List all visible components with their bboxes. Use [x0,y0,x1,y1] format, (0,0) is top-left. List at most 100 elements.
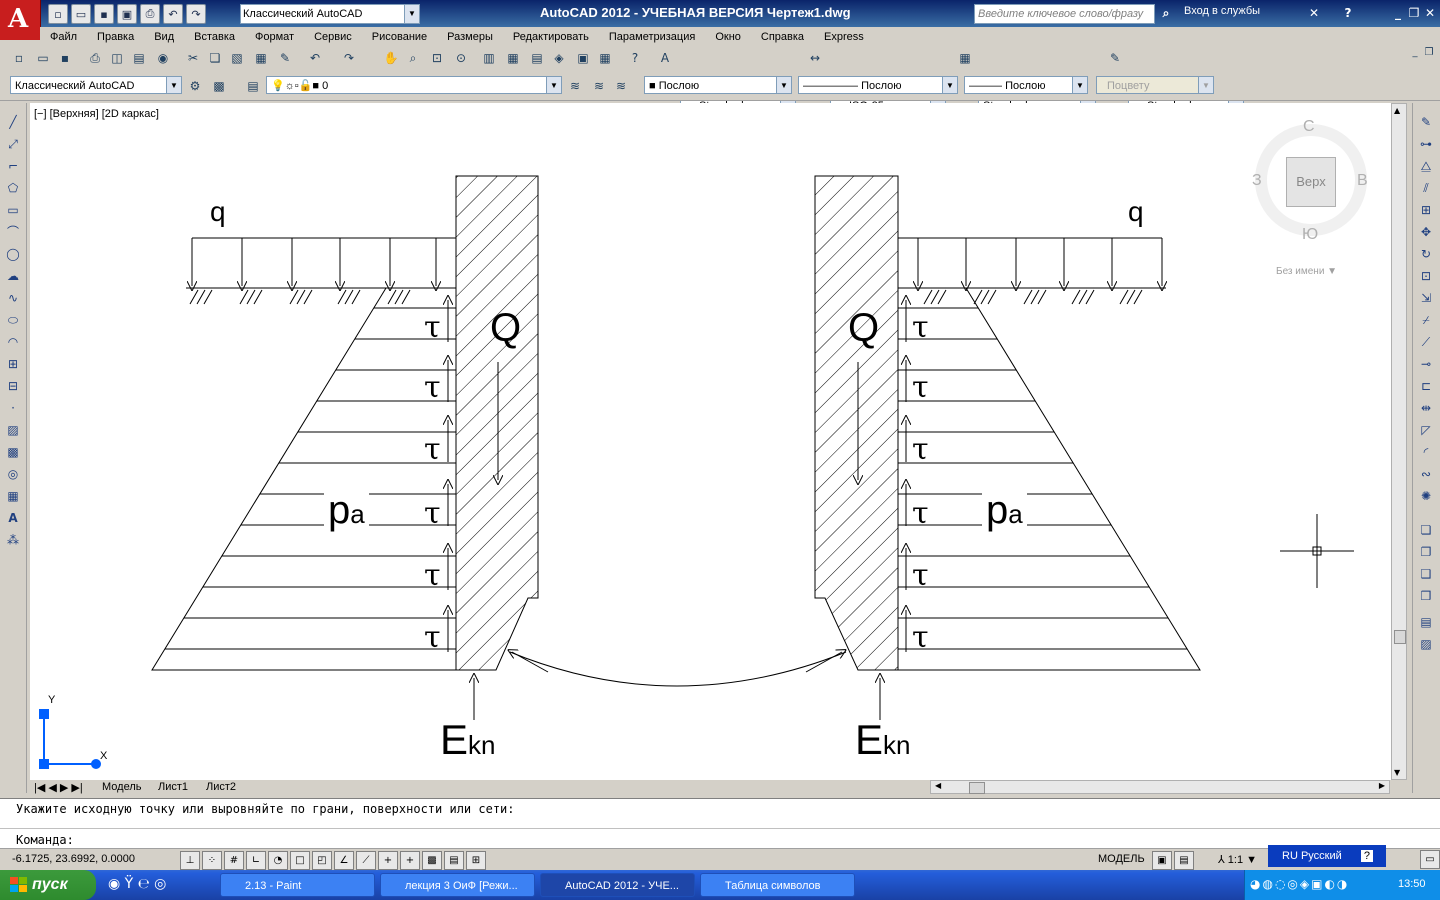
sc-icon[interactable]: ⊞ [466,851,486,870]
calculator-icon[interactable]: ▦ [599,51,611,65]
save-icon[interactable]: ▪ [60,51,70,65]
coordinates-readout[interactable]: -6.1725, 23.6992, 0.0000 [12,853,135,865]
table-icon[interactable]: ▦ [7,489,19,503]
menu-draw[interactable]: Рисование [371,30,428,43]
zoom-window-icon[interactable]: ⊡ [431,51,443,65]
polar-icon[interactable]: ◔ [268,851,288,870]
gear-icon[interactable]: ⚙ [189,79,201,93]
vertical-scroll-thumb[interactable] [1394,630,1406,644]
region-icon[interactable]: ◎ [7,467,19,481]
tab-layout1[interactable]: Лист1 [158,781,189,793]
snap-icon[interactable]: ⁘ [202,851,222,870]
scroll-down-icon[interactable]: ▼ [1394,768,1401,777]
polygon-icon[interactable]: ⬠ [7,181,19,195]
tab-layout2[interactable]: Лист2 [206,781,237,793]
mirror-icon[interactable]: ⧋ [1420,159,1432,173]
quick-launch-icons[interactable]: ◉ Ÿ ℮ ◎ [108,876,167,892]
exchange-icon[interactable]: ✕ [1308,6,1320,20]
new-file-icon[interactable]: ▫ [48,4,68,24]
customize-icon[interactable]: ▩ [213,79,225,93]
publish-icon[interactable]: ▤ [133,51,145,65]
plot-icon[interactable]: ⎙ [90,51,100,65]
join-icon[interactable]: ⇹ [1420,401,1432,415]
compass-south[interactable]: Ю [1302,226,1319,243]
construction-line-icon[interactable]: ⤢ [8,137,18,151]
cut-icon[interactable]: ✂ [187,51,199,65]
trim-icon[interactable]: ⌿ [1422,313,1430,327]
language-bar[interactable]: RU Русский ? [1268,845,1386,867]
annotation-scale[interactable]: ⅄ 1:1 ▼ [1218,854,1258,866]
break-icon[interactable]: ⊏ [1420,379,1432,393]
sheet-set-icon[interactable]: ◈ [554,51,564,65]
horizontal-scroll-thumb[interactable] [969,782,985,794]
design-center-icon[interactable]: ▦ [507,51,519,65]
workspace-combo-2[interactable]: Классический AutoCAD▼ [10,76,182,94]
save-icon[interactable]: ▪ [94,4,114,24]
close-icon[interactable]: ✕ [1424,6,1436,20]
help-icon[interactable]: ? [631,51,639,65]
tab-nav-arrows[interactable]: |◀ ◀ ▶ ▶| [34,782,83,794]
zoom-previous-icon[interactable]: ⊙ [455,51,467,65]
move-icon[interactable]: ✥ [1420,225,1432,239]
dim-style-icon[interactable]: ↔ [809,51,821,65]
spline-icon[interactable]: ∿ [7,291,19,305]
doc-minimize-icon[interactable]: _ [1412,47,1418,58]
revcloud-icon[interactable]: ☁ [7,269,19,283]
undo-icon[interactable]: ↶ [309,51,321,65]
help-icon[interactable]: ? [1344,6,1352,20]
line-icon[interactable]: ╱ [9,115,17,129]
tool-palettes-icon[interactable]: ▤ [531,51,543,65]
stretch-icon[interactable]: ⇲ [1420,291,1432,305]
ellipse-arc-icon[interactable]: ◠ [7,335,19,349]
task-word[interactable]: лекция 3 ОиФ [Режи... [380,873,535,897]
make-block-icon[interactable]: ⊟ [7,379,19,393]
infer-constraints-icon[interactable]: ⊥ [180,851,200,870]
layer-manager-icon[interactable]: ▤ [247,79,259,93]
rectangle-icon[interactable]: ▭ [7,203,19,217]
menu-edit[interactable]: Правка [97,30,135,43]
brush-icon[interactable]: ✎ [279,51,291,65]
workspace-combo[interactable]: Классический AutoCAD▼ [240,4,420,24]
scale-icon[interactable]: ⊡ [1420,269,1432,283]
explode-icon[interactable]: ✺ [1420,489,1432,503]
zoom-realtime-icon[interactable]: ⌕ [409,51,417,65]
quick-view-layouts-icon[interactable]: ▣ [1152,851,1172,870]
viewcube-top-face[interactable]: Верх [1286,157,1336,207]
menu-window[interactable]: Окно [715,30,741,43]
drawing-canvas[interactable] [30,103,1392,780]
chamfer-icon[interactable]: ◸ [1421,423,1431,437]
lwt-icon[interactable]: + [400,851,420,870]
task-charmap[interactable]: Таблица символов [700,873,855,897]
circle-icon[interactable]: ◯ [6,247,20,261]
transparency-icon[interactable]: ▩ [422,851,442,870]
mtext-icon[interactable]: A [8,511,18,525]
layer-previous-icon[interactable]: ≋ [593,79,605,93]
polyline-icon[interactable]: ⌐ [7,159,19,173]
compass-east[interactable]: В [1357,172,1368,189]
draworder-under-icon[interactable]: ❒ [1420,589,1432,603]
redo-icon[interactable]: ↷ [343,51,355,65]
layer-state-icon[interactable]: ≋ [615,79,627,93]
command-window[interactable] [0,798,1440,849]
tab-model[interactable]: Модель [102,781,142,793]
menu-tools[interactable]: Сервис [314,30,352,43]
vertical-scrollbar[interactable]: ▲ ▼ [1391,103,1407,780]
menu-dimension[interactable]: Размеры [447,30,493,43]
viewport-controls[interactable]: [−] [Верхняя] [2D каркас] [34,108,159,120]
offset-icon[interactable]: ⫽ [1423,181,1429,195]
text-front-icon[interactable]: ▤ [1420,615,1432,629]
menu-view[interactable]: Вид [154,30,175,43]
scroll-right-icon[interactable]: ▶ [1378,781,1385,790]
open-file-icon[interactable]: ▭ [71,4,91,24]
draworder-above-icon[interactable]: ❑ [1420,567,1432,581]
ellipse-icon[interactable]: ⬭ [7,313,19,327]
3d-icon[interactable]: ◉ [157,51,169,65]
task-autocad[interactable]: AutoCAD 2012 - УЧЕ... [540,873,695,897]
binoculars-icon[interactable]: ⌕ [1162,6,1170,20]
linetype-combo[interactable]: ————— Послою▼ [798,76,958,94]
print-icon[interactable]: ⎙ [140,4,160,24]
signin-button[interactable]: Вход в службы [1184,5,1261,17]
fullscreen-icon[interactable]: ▭ [1420,850,1440,869]
search-input[interactable]: Введите ключевое слово/фразу [974,4,1155,24]
layer-combo[interactable]: 💡☼▫🔓■ 0▼ [266,76,562,94]
